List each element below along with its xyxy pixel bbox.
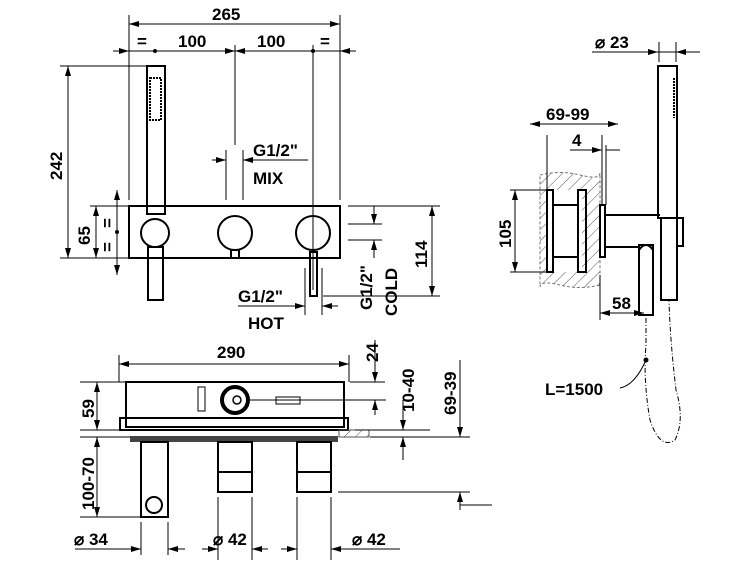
top-view: 290 59 100-70 24 10-40 xyxy=(74,340,492,560)
hose-connector xyxy=(638,244,654,316)
dim-58: 58 xyxy=(612,294,631,313)
front-view: 265 = 100 100 = 242 65 = = xyxy=(47,5,440,333)
dia-34: ⌀ 34 xyxy=(74,530,108,549)
handshower-front xyxy=(146,65,166,215)
hose-path xyxy=(644,299,681,443)
dim-4: 4 xyxy=(572,131,582,150)
mix-thread: G1/2" xyxy=(253,141,298,160)
dia-42-right: ⌀ 42 xyxy=(352,530,386,549)
dim-10-40: 10-40 xyxy=(399,369,418,412)
dim-265: 265 xyxy=(212,5,240,24)
dia-42-mix: ⌀ 42 xyxy=(213,530,247,549)
dim-100-right: 100 xyxy=(257,32,285,51)
equal-bottom: = xyxy=(98,242,117,252)
dim-290: 290 xyxy=(217,343,245,362)
mix-knob xyxy=(217,215,253,251)
hose-length: L=1500 xyxy=(545,380,603,399)
mix-label: MIX xyxy=(253,169,284,188)
dim-105: 105 xyxy=(496,220,515,248)
dia-23: ⌀ 23 xyxy=(595,33,629,52)
dim-65: 65 xyxy=(75,226,94,245)
hot-label: HOT xyxy=(248,314,285,333)
dim-100-70: 100-70 xyxy=(79,457,98,510)
body-box xyxy=(125,381,345,428)
equal-right: = xyxy=(320,32,330,51)
equal-left: = xyxy=(137,32,147,51)
hot-thread: G1/2" xyxy=(238,287,283,306)
dim-242: 242 xyxy=(47,152,66,180)
equal-top: = xyxy=(98,218,117,228)
handshower-outlet xyxy=(140,441,169,518)
handshower-holder xyxy=(140,218,170,248)
cold-thread: G1/2" xyxy=(357,265,376,310)
dim-100-left: 100 xyxy=(178,32,206,51)
cold-label: COLD xyxy=(382,268,401,316)
dim-114: 114 xyxy=(412,240,431,268)
cold-knob xyxy=(295,215,331,251)
mix-knob-body xyxy=(217,441,253,493)
dim-59: 59 xyxy=(79,399,98,418)
side-view: ⌀ 23 69-99 4 105 58 L=1500 xyxy=(496,33,700,443)
dim-69-39: 69-39 xyxy=(441,372,460,415)
dim-24: 24 xyxy=(363,343,382,362)
right-knob-body xyxy=(296,441,332,493)
cartridge xyxy=(220,385,250,415)
dim-69-99: 69-99 xyxy=(546,105,589,124)
